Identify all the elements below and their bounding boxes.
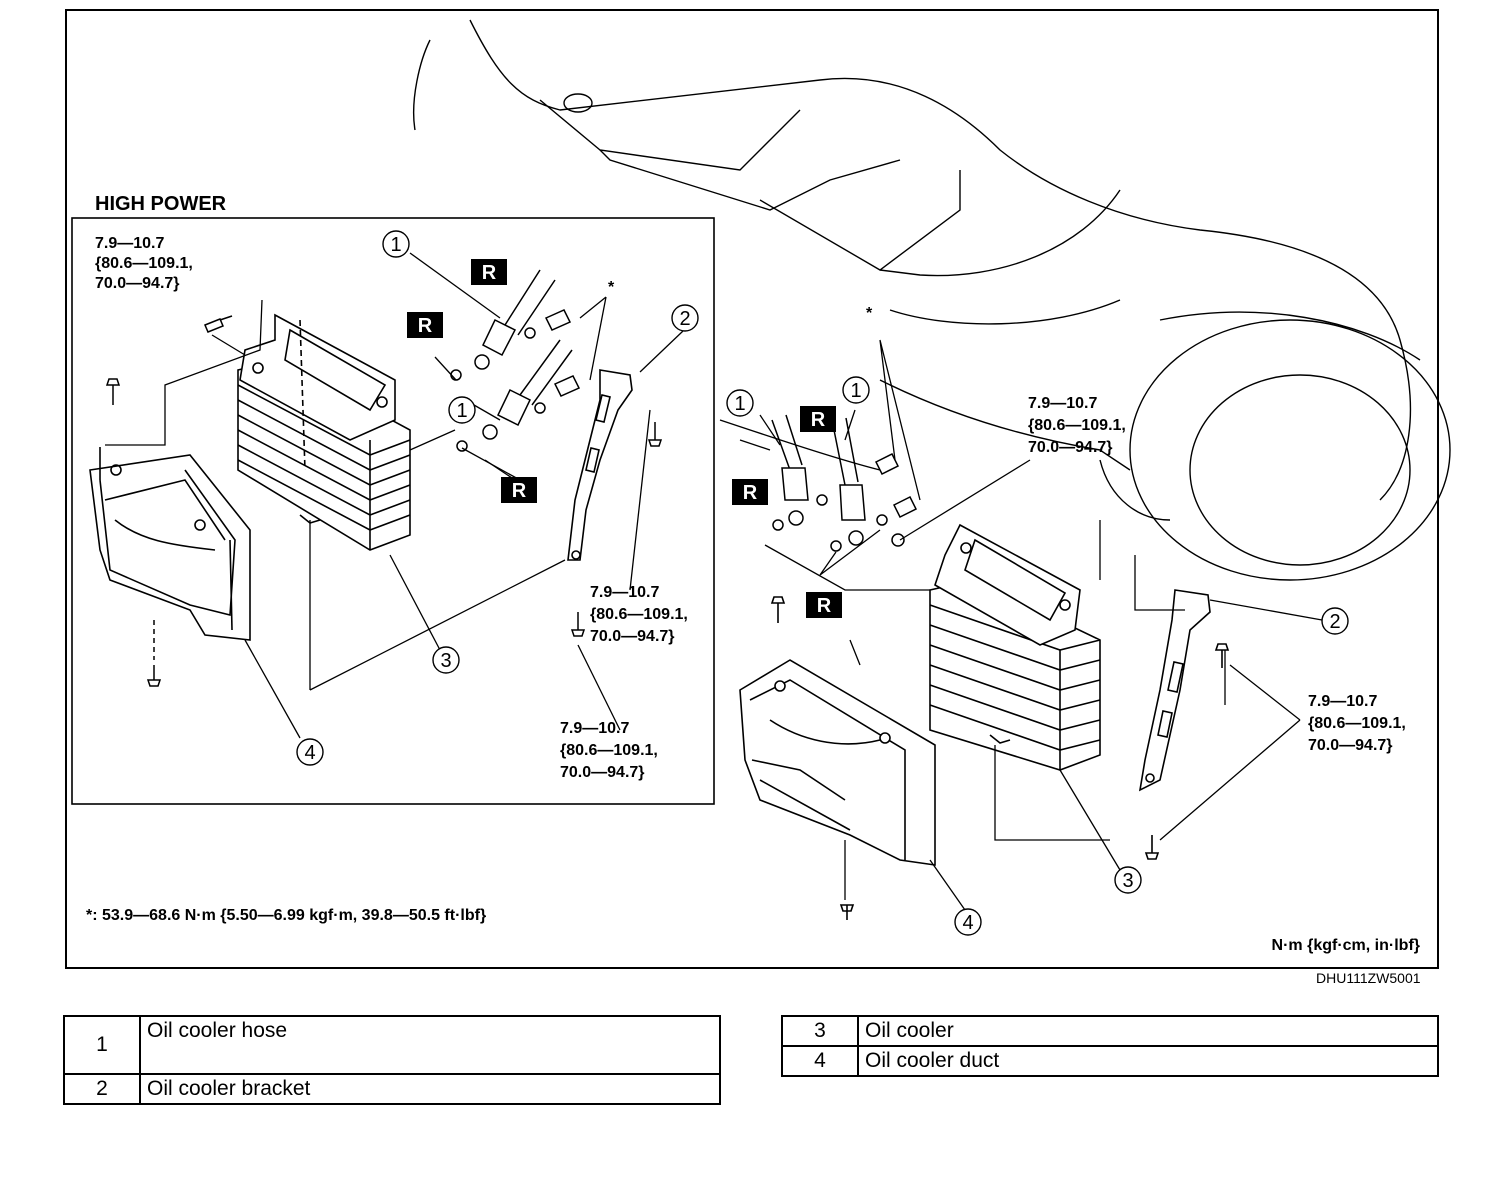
replace-mark-right-3: R xyxy=(806,592,842,618)
svg-text:70.0—94.7}: 70.0—94.7} xyxy=(1028,439,1113,456)
legend-row: 3 Oil cooler xyxy=(781,1015,1439,1047)
legend-number: 4 xyxy=(781,1045,859,1077)
oil-cooler-left xyxy=(237,313,411,551)
svg-text:{80.6—109.1,: {80.6—109.1, xyxy=(560,742,658,759)
svg-text:70.0—94.7}: 70.0—94.7} xyxy=(560,764,645,781)
callout-1-left-upper: 1 xyxy=(382,230,410,258)
legend-number: 1 xyxy=(63,1015,141,1075)
legend-number: 3 xyxy=(781,1015,859,1047)
replace-mark-right-1: R xyxy=(800,406,836,432)
callout-1-right-b: 1 xyxy=(842,376,870,404)
torque-spec-left-bottom: 7.9—10.7 {80.6—109.1, 70.0—94.7} xyxy=(560,720,658,781)
legend-row: 1 Oil cooler hose xyxy=(63,1015,721,1075)
svg-text:{80.6—109.1,: {80.6—109.1, xyxy=(1028,417,1126,434)
callout-2-left: 2 xyxy=(671,304,699,332)
svg-text:R: R xyxy=(482,262,497,284)
legend-part-name: Oil cooler bracket xyxy=(139,1073,721,1105)
bolts-left xyxy=(105,315,663,687)
parts-legend-left: 1 Oil cooler hose 2 Oil cooler bracket xyxy=(63,1015,721,1105)
variant-label: HIGH POWER xyxy=(95,193,227,215)
legend-number: 2 xyxy=(63,1073,141,1105)
svg-text:2: 2 xyxy=(1329,611,1340,633)
svg-text:7.9—10.7: 7.9—10.7 xyxy=(560,720,629,737)
callout-2-right: 2 xyxy=(1321,607,1349,635)
svg-text:7.9—10.7: 7.9—10.7 xyxy=(590,584,659,601)
replace-mark-left-3: R xyxy=(501,477,537,503)
asterisk-right: * xyxy=(866,305,873,322)
parts-legend-right: 3 Oil cooler 4 Oil cooler duct xyxy=(781,1015,1439,1077)
oil-cooler-duct-left xyxy=(89,447,251,641)
svg-text:2: 2 xyxy=(679,308,690,330)
svg-text:1: 1 xyxy=(850,380,861,402)
svg-text:7.9—10.7: 7.9—10.7 xyxy=(1028,395,1097,412)
callout-4-right: 4 xyxy=(954,908,982,936)
torque-spec-left-top: 7.9—10.7 {80.6—109.1, 70.0—94.7} xyxy=(95,235,193,292)
svg-text:3: 3 xyxy=(1122,870,1133,892)
oil-cooler-hoses-left xyxy=(450,269,581,452)
svg-text:R: R xyxy=(811,409,826,431)
svg-text:70.0—94.7}: 70.0—94.7} xyxy=(95,275,180,292)
callout-1-left-lower: 1 xyxy=(448,396,476,424)
svg-text:{80.6—109.1,: {80.6—109.1, xyxy=(590,606,688,623)
torque-footnote: *: 53.9—68.6 N·m {5.50—6.99 kgf·m, 39.8—… xyxy=(86,907,486,924)
legend-row: 4 Oil cooler duct xyxy=(781,1045,1439,1077)
svg-text:70.0—94.7}: 70.0—94.7} xyxy=(590,628,675,645)
asterisk-left: * xyxy=(608,279,615,296)
legend-part-name: Oil cooler xyxy=(857,1015,1439,1047)
svg-text:{80.6—109.1,: {80.6—109.1, xyxy=(1308,715,1406,732)
svg-text:7.9—10.7: 7.9—10.7 xyxy=(95,235,164,252)
svg-text:1: 1 xyxy=(390,234,401,256)
torque-spec-right-side: 7.9—10.7 {80.6—109.1, 70.0—94.7} xyxy=(1308,693,1406,754)
svg-text:70.0—94.7}: 70.0—94.7} xyxy=(1308,737,1393,754)
oil-cooler-hoses-right xyxy=(771,414,918,552)
svg-text:4: 4 xyxy=(304,742,315,764)
replace-mark-right-2: R xyxy=(732,479,768,505)
callout-3-left: 3 xyxy=(432,646,460,674)
leader-lines-left xyxy=(105,252,684,739)
svg-text:R: R xyxy=(743,482,758,504)
svg-text:1: 1 xyxy=(734,393,745,415)
replace-mark-left-1: R xyxy=(471,259,507,285)
svg-text:4: 4 xyxy=(962,912,973,934)
figure-id: DHU111ZW5001 xyxy=(1316,970,1421,986)
torque-spec-right-top: 7.9—10.7 {80.6—109.1, 70.0—94.7} xyxy=(1028,395,1126,456)
callout-1-right-a: 1 xyxy=(726,389,754,417)
svg-text:1: 1 xyxy=(456,400,467,422)
legend-part-name: Oil cooler duct xyxy=(857,1045,1439,1077)
svg-text:R: R xyxy=(817,595,832,617)
replace-mark-left-2: R xyxy=(407,312,443,338)
torque-spec-left-mid: 7.9—10.7 {80.6—109.1, 70.0—94.7} xyxy=(590,584,688,645)
diagram-frame xyxy=(65,9,1439,969)
oil-cooler-right xyxy=(929,523,1101,771)
high-power-inset-box xyxy=(71,217,715,805)
leader-lines-right xyxy=(739,339,1323,911)
callout-4-left: 4 xyxy=(296,738,324,766)
legend-row: 2 Oil cooler bracket xyxy=(63,1073,721,1105)
svg-text:3: 3 xyxy=(440,650,451,672)
legend-part-name: Oil cooler hose xyxy=(139,1015,721,1075)
vehicle-body-outline xyxy=(412,19,1451,581)
svg-text:{80.6—109.1,: {80.6—109.1, xyxy=(95,255,193,272)
units-note: N·m {kgf·cm, in·lbf} xyxy=(1272,937,1420,954)
svg-text:R: R xyxy=(512,480,527,502)
oil-cooler-duct-right xyxy=(739,596,936,920)
callout-3-right: 3 xyxy=(1114,866,1142,894)
svg-text:7.9—10.7: 7.9—10.7 xyxy=(1308,693,1377,710)
oil-cooler-bracket-left xyxy=(567,369,633,561)
svg-text:R: R xyxy=(418,315,433,337)
